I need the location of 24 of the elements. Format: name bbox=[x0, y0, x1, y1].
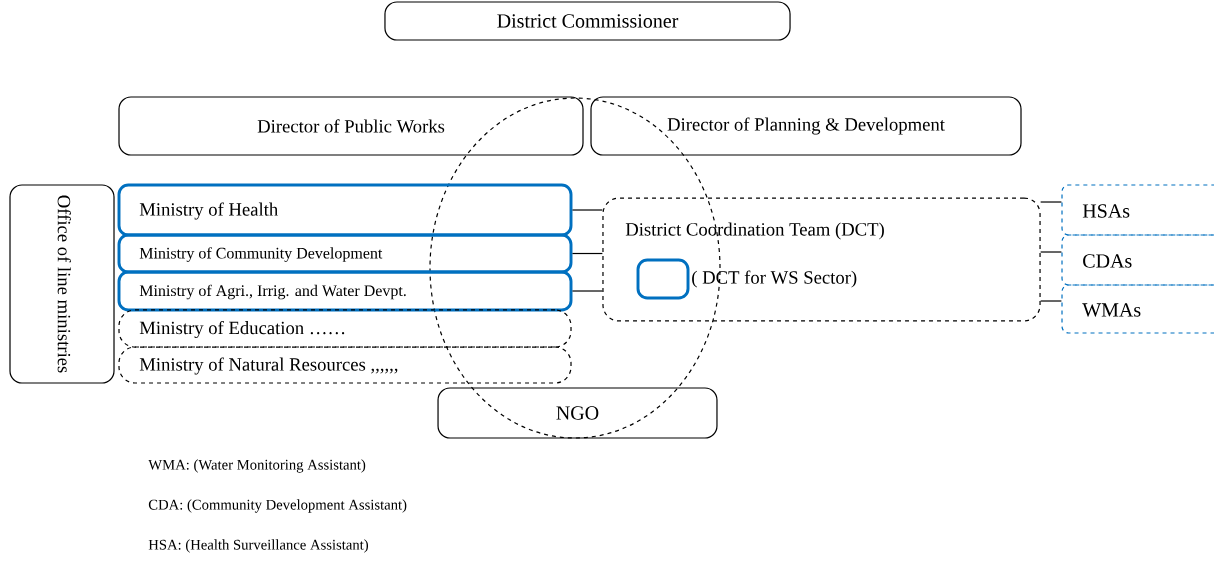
connector-line bbox=[571, 252, 603, 255]
org-box: Office of line ministries bbox=[9, 184, 115, 384]
small-box bbox=[636, 258, 690, 300]
connector-line bbox=[1040, 251, 1062, 253]
org-box: Director of Planning & Development bbox=[590, 96, 1022, 156]
box-caption: ( DCT for WS Sector) bbox=[692, 270, 857, 288]
connector-line bbox=[1040, 300, 1062, 302]
abbreviation-note: CDA: (Community Development Assistant) bbox=[148, 499, 407, 513]
dashed-box: Ministry of Education …… bbox=[118, 309, 572, 348]
dashed-box: Ministry of Natural Resources ,,,,,, bbox=[118, 346, 572, 384]
connector-line bbox=[571, 290, 603, 292]
ministry-box: Ministry of Health bbox=[117, 183, 573, 237]
org-box: Director of Public Works bbox=[118, 96, 584, 156]
staff-box: CDAs bbox=[1061, 234, 1214, 286]
ministry-box: Ministry of Community Development bbox=[117, 233, 573, 274]
org-box: NGO bbox=[437, 387, 718, 439]
abbreviation-note: WMA: (Water Monitoring Assistant) bbox=[148, 459, 366, 473]
org-box: District Commissioner bbox=[384, 1, 791, 41]
connector-line bbox=[571, 209, 603, 211]
ministry-box: Ministry of Agri., Irrig. and Water Devpt. bbox=[117, 270, 573, 312]
connector-line bbox=[1040, 201, 1062, 203]
abbreviation-note: HSA: (Health Surveillance Assistant) bbox=[148, 539, 368, 553]
staff-box: HSAs bbox=[1061, 184, 1214, 236]
staff-box: WMAs bbox=[1061, 284, 1214, 334]
